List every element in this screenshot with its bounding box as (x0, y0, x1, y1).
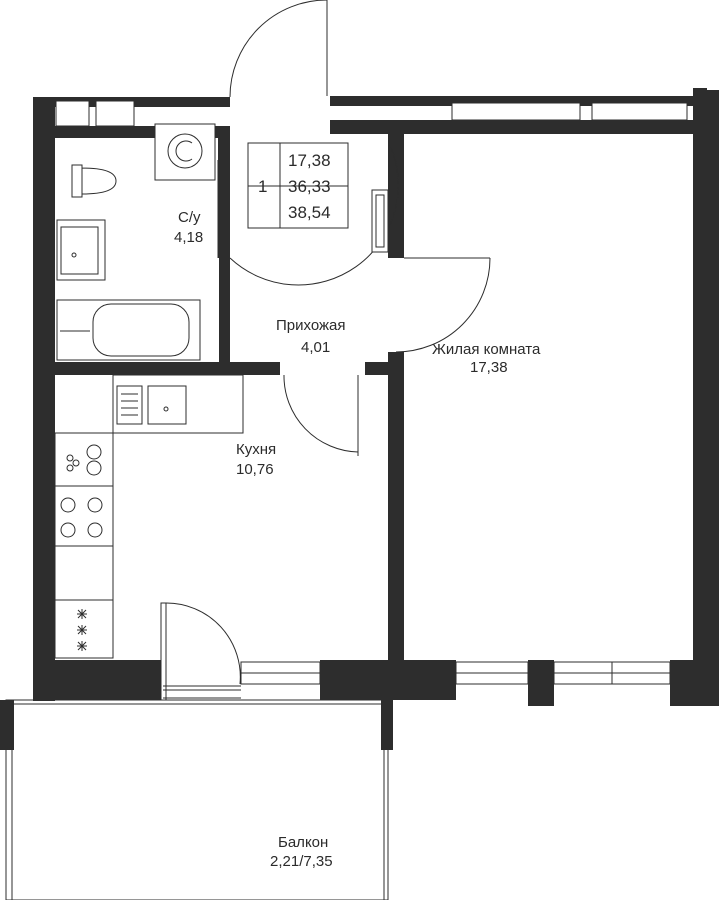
hallway-area: 4,01 (301, 339, 330, 356)
wall-bathroom-right (218, 126, 230, 258)
fridge-icon (77, 609, 87, 651)
kitchen-fixtures (54, 374, 244, 659)
room-labels: С/у 4,18 Прихожая 4,01 Жилая комната 17,… (174, 209, 541, 870)
wall-livingroom-left-low (388, 352, 404, 660)
info-rooms: 1 (258, 177, 267, 196)
window-top-right-2 (591, 102, 688, 121)
wall-bottom-right (670, 660, 719, 706)
balcony-area: 2,21/7,35 (270, 853, 333, 870)
info-total-area: 36,33 (288, 177, 331, 196)
kitchen-name: Кухня (236, 441, 276, 458)
windows (55, 100, 688, 685)
bathroom-area: 4,18 (174, 229, 203, 246)
info-living-area: 17,38 (288, 151, 331, 170)
bathroom-fixtures (56, 123, 216, 361)
window-top-left-1 (55, 100, 90, 127)
livingroom-name: Жилая комната (432, 341, 541, 358)
wall-left (33, 97, 55, 701)
washing-machine-drum-icon (167, 133, 203, 169)
balcony-door-swing (165, 602, 241, 685)
kitchen-area: 10,76 (236, 461, 274, 478)
apartment-info-box: 1 17,38 36,33 38,54 (247, 142, 349, 229)
wall-right (693, 90, 719, 706)
livingroom-door-swing (395, 257, 491, 353)
radiator (371, 189, 389, 253)
cooktop-icon (60, 497, 103, 538)
entrance-door-swing (229, 0, 328, 98)
wall-bottom-mid (320, 660, 456, 700)
window-top-right-1 (451, 102, 581, 121)
wall-top-right-inner (330, 120, 707, 134)
wall-livingroom-left-top (388, 134, 404, 258)
livingroom-area: 17,38 (470, 359, 508, 376)
bathroom-name: С/у (178, 209, 201, 226)
sink-bathroom-icon (56, 219, 106, 281)
balcony-name: Балкон (278, 834, 328, 851)
wall-hall-stub (365, 362, 390, 375)
kitchen-door-swing (283, 374, 359, 453)
info-total-area-balcony: 38,54 (288, 203, 331, 222)
bathtub-icon (56, 299, 201, 361)
dishwasher-icon (66, 444, 102, 476)
wall-balcony-right (381, 700, 393, 750)
walls (0, 88, 719, 750)
toilet-icon (71, 164, 117, 198)
wall-top-right (330, 96, 707, 106)
bathroom-door-swing (229, 144, 399, 286)
wall-bottom-left (33, 660, 163, 700)
balcony-outline (5, 699, 389, 900)
wall-bathroom-bottom (55, 362, 280, 375)
wall-right-cap (693, 88, 707, 98)
washing-machine (154, 123, 216, 181)
wall-bathroom-right-low (219, 258, 230, 362)
kitchen-sink-icon (116, 385, 143, 425)
balcony (5, 699, 389, 900)
window-top-left-2 (95, 100, 135, 127)
wall-balcony-left (0, 700, 14, 750)
wall-bottom-pier (528, 660, 554, 706)
hallway-name: Прихожая (276, 317, 346, 334)
balcony-door-frame (160, 602, 167, 701)
